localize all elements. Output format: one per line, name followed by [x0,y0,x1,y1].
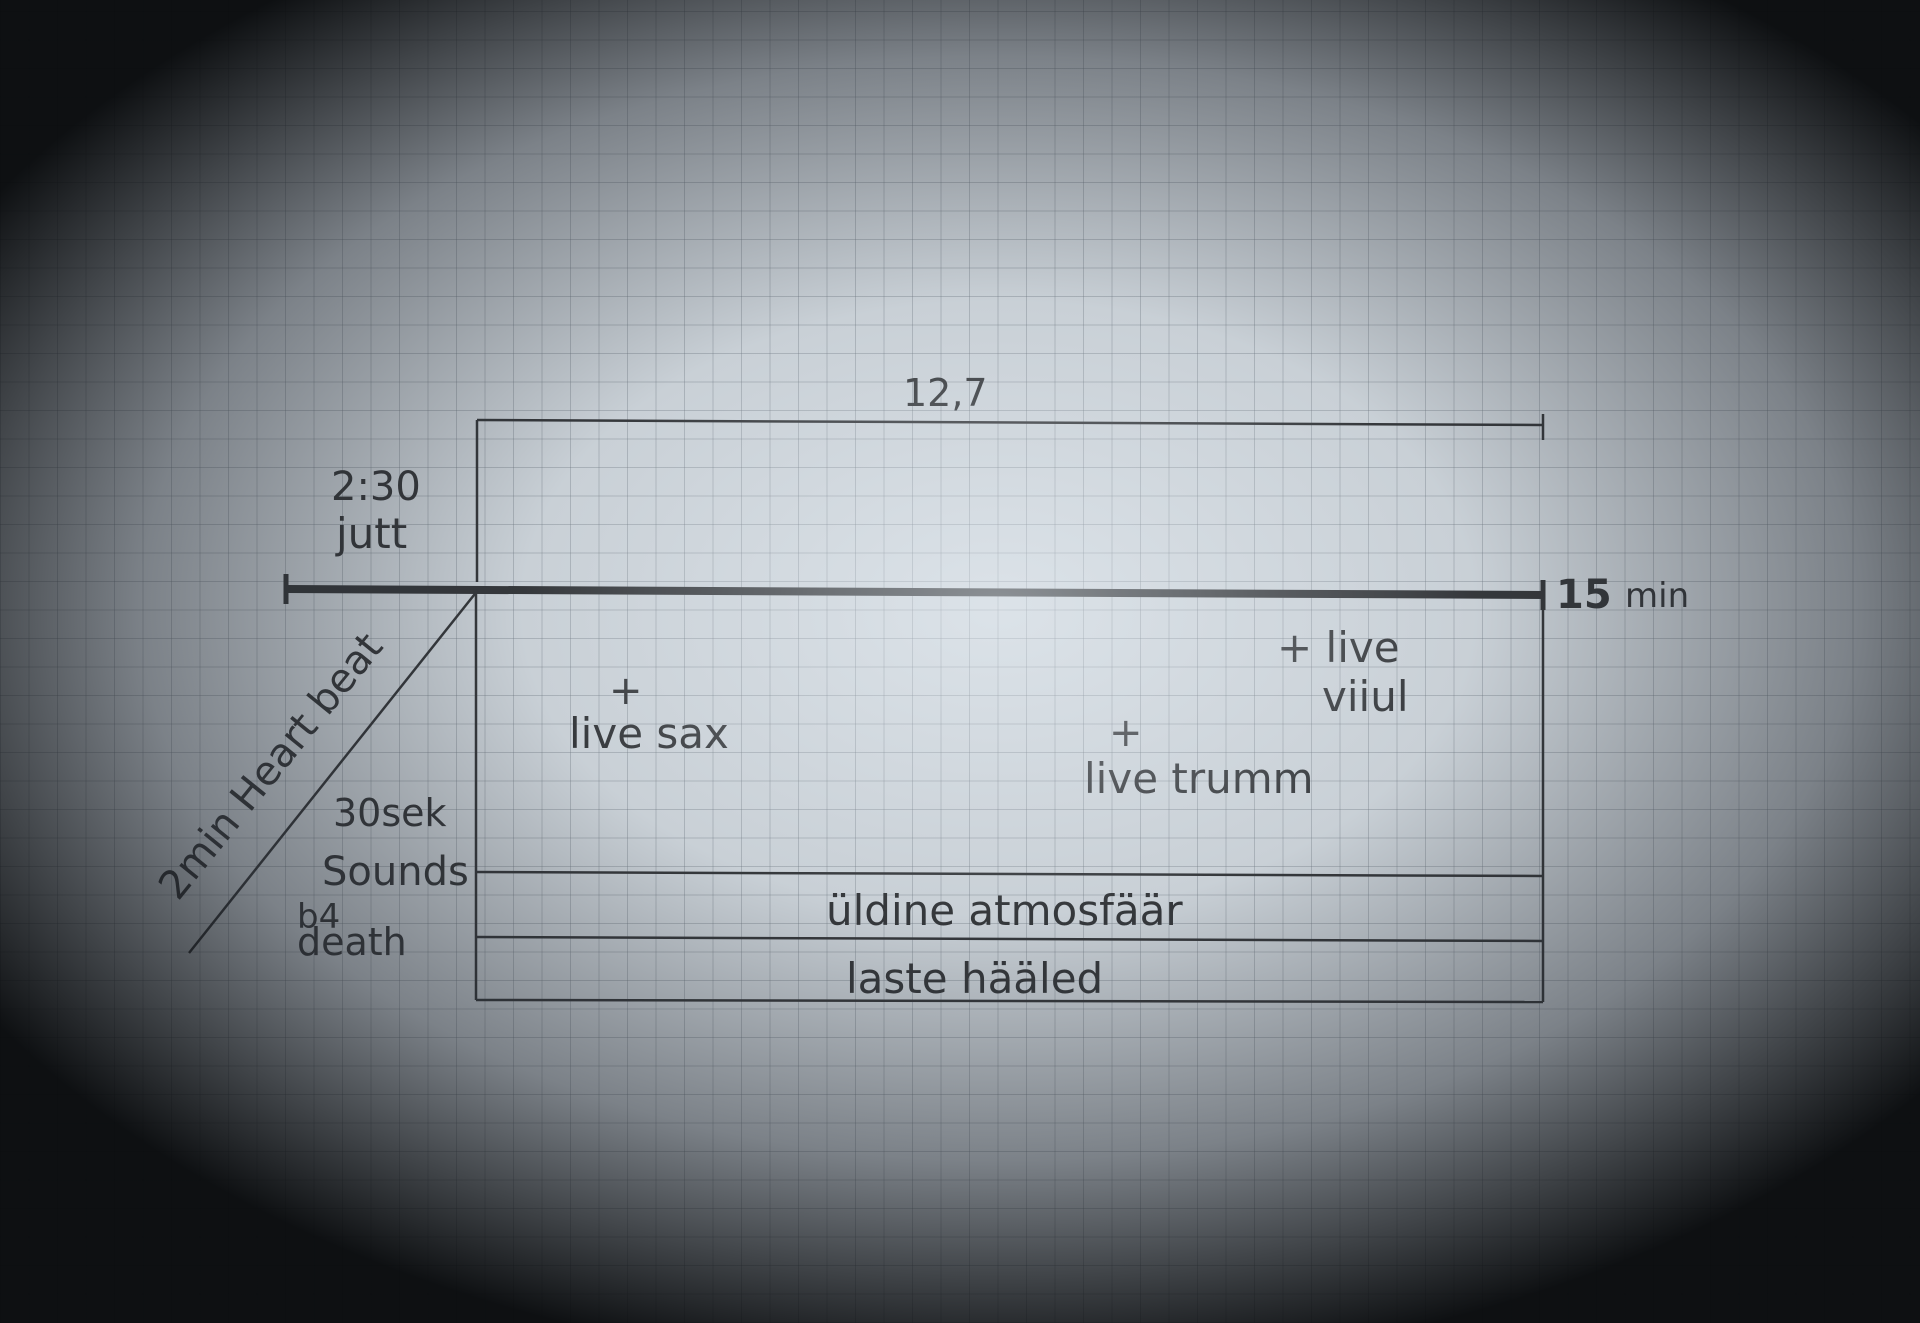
track-divider-kids [475,935,1544,943]
top-span-label: 12,7 [903,371,988,415]
drum-label: live trumm [1084,754,1314,803]
atmosphere-label: üldine atmosfäär [826,886,1183,935]
drum-plus-label: + [1109,710,1143,756]
sax-label: live sax [569,709,729,758]
end-value-label: 15 [1556,572,1612,618]
intro-time-label: 2:30 [331,464,421,510]
violin-plus-live-label: + live [1277,623,1400,672]
sounds-death-label: death [297,920,407,964]
sounds-name-label: Sounds [322,849,469,895]
kids-label: laste hääled [846,954,1103,1003]
end-unit-label: min [1625,576,1689,616]
sax-plus-label: + [609,668,643,714]
span-bracket [475,414,1545,582]
intro-name-label: jutt [335,509,407,558]
sounds-time-label: 30sek [333,791,447,835]
track-divider-atmosphere [475,870,1544,878]
main-timeline [283,574,1546,610]
violin-label: viiul [1322,672,1408,721]
